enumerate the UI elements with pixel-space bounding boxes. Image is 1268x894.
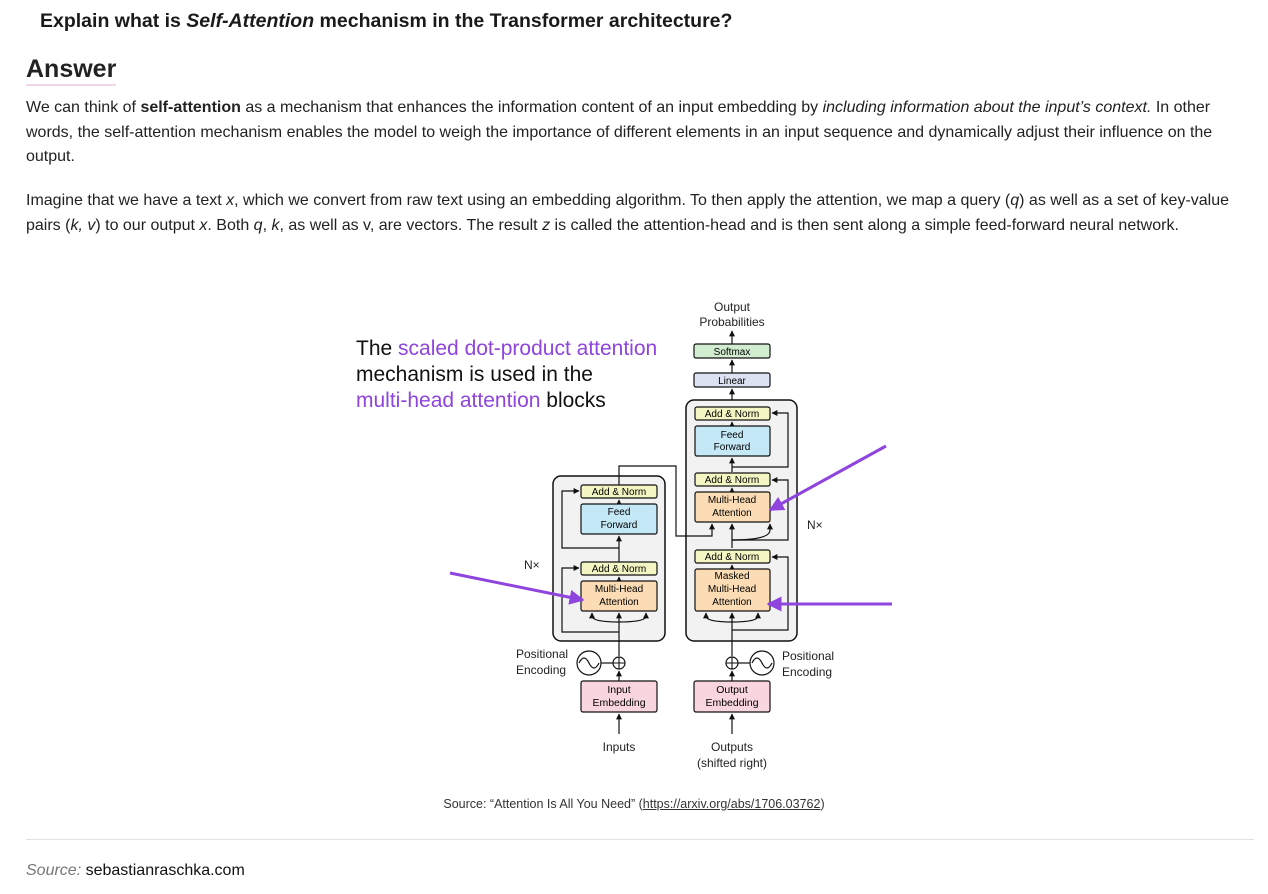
encoder-add-norm-1 (580, 561, 658, 576)
var-q: q (1010, 192, 1020, 209)
var-z: z (542, 216, 551, 234)
masked-label: Masked (714, 571, 749, 582)
positional-encoding-label-right: Positional (782, 649, 834, 663)
text-span: ) to our output (95, 216, 200, 234)
feed-forward-label: Feed (721, 430, 744, 441)
paragraph-2: Imagine that we have a text x, which we … (26, 189, 1251, 238)
input-embedding-box (580, 680, 658, 713)
caption-text-end: ) (820, 797, 825, 811)
add-norm-label: Add & Norm (592, 564, 646, 575)
multi-head-label: Multi-Head (708, 584, 756, 595)
source-label: Source: (26, 862, 82, 879)
pointer-arrow-cross-attention (768, 444, 887, 512)
encoder-block (552, 475, 666, 642)
text-span: , as well as v, are vectors. The result (279, 216, 543, 234)
output-embedding-label: Embedding (705, 697, 758, 709)
text-span: Imagine that we have a text (26, 192, 227, 209)
decoder-nx-label: N× (807, 518, 823, 532)
answer-heading: Answer (26, 54, 117, 86)
feed-forward-label: Forward (714, 442, 751, 453)
linear-label: Linear (718, 376, 746, 387)
decoder-masked-attention (694, 568, 771, 612)
var-x: x (226, 192, 235, 209)
decoder-add-norm-3 (694, 406, 771, 421)
italic-phrase: including information about the input’s … (822, 99, 1152, 116)
question-emphasis: Self-Attention (186, 10, 315, 32)
outputs-label: Outputs (711, 740, 753, 754)
encoder-nx-label: N× (524, 558, 540, 572)
output-probabilities-label: Output (714, 300, 751, 314)
arxiv-link[interactable]: https://arxiv.org/abs/1706.03762 (642, 797, 821, 811)
add-norm-label: Add & Norm (705, 475, 759, 486)
output-embedding-label: Output (716, 684, 748, 696)
output-embedding-box (693, 680, 771, 713)
feed-forward-label: Forward (601, 520, 638, 531)
callout-line-2: mechanism is used in the (356, 363, 593, 386)
divider (26, 839, 1254, 840)
input-embedding-label: Input (607, 684, 630, 696)
decoder-add-norm-2 (694, 472, 771, 487)
feed-forward-label: Feed (608, 507, 631, 518)
positional-encoding-label-left: Positional (516, 647, 568, 661)
text-span: as a mechanism that enhances the informa… (240, 99, 823, 116)
attention-label: Attention (712, 597, 751, 608)
positional-encoding-label-left: Encoding (516, 663, 566, 677)
text-span: , which we convert from raw text using a… (234, 192, 1011, 209)
decoder-add-norm-1 (694, 549, 771, 564)
text-span: . Both (207, 216, 254, 234)
paragraph-1: We can think of self-attention as a mech… (26, 96, 1251, 170)
figure-caption: Source: “Attention Is All You Need” (htt… (0, 797, 1268, 811)
source-footer: Source: sebastianraschka.com (26, 862, 245, 880)
outputs-shifted-label: (shifted right) (697, 756, 767, 770)
var-q: q (253, 216, 263, 234)
question-title: Explain what is Self-Attention mechanism… (40, 10, 732, 33)
attention-label: Attention (712, 508, 751, 519)
add-norm-label: Add & Norm (592, 487, 646, 498)
linear-box (693, 372, 771, 388)
callout-line-3: multi-head attention blocks (356, 389, 606, 412)
callout-line-1: The scaled dot-product attention (356, 337, 657, 360)
text-span: , (262, 216, 272, 234)
attention-label: Attention (599, 597, 638, 608)
softmax-label: Softmax (714, 347, 751, 358)
transformer-figure: The scaled dot-product attention mechani… (356, 300, 892, 770)
multi-head-label: Multi-Head (595, 584, 643, 595)
source-site: sebastianraschka.com (85, 862, 245, 879)
add-norm-label: Add & Norm (705, 552, 759, 563)
output-probabilities-label: Probabilities (699, 315, 764, 329)
decoder-feed-forward (694, 425, 771, 457)
multi-head-label: Multi-Head (708, 495, 756, 506)
text-span: In other words, the self-attention mecha… (26, 99, 1213, 166)
question-text-end: mechanism in the Transformer architectur… (314, 10, 733, 32)
var-kv: k, v (70, 216, 96, 234)
var-x: x (199, 216, 208, 234)
var-k: k (271, 216, 280, 234)
question-text: Explain what is (40, 10, 187, 32)
inputs-label: Inputs (603, 740, 636, 754)
positional-encoding-label-right: Encoding (782, 665, 832, 679)
text-span: ) as well as a set of key-value pairs ( (26, 192, 1230, 234)
encoder-feed-forward (580, 503, 658, 535)
text-span: We can think of (26, 99, 141, 116)
bold-term: self-attention (140, 99, 241, 116)
add-norm-label: Add & Norm (705, 409, 759, 420)
softmax-box (693, 343, 771, 359)
input-embedding-label: Embedding (592, 697, 645, 709)
caption-text: Source: “Attention Is All You Need” ( (443, 797, 643, 811)
pointer-arrow-encoder (449, 571, 585, 605)
text-span: is called the attention-head and is then… (550, 216, 1179, 234)
